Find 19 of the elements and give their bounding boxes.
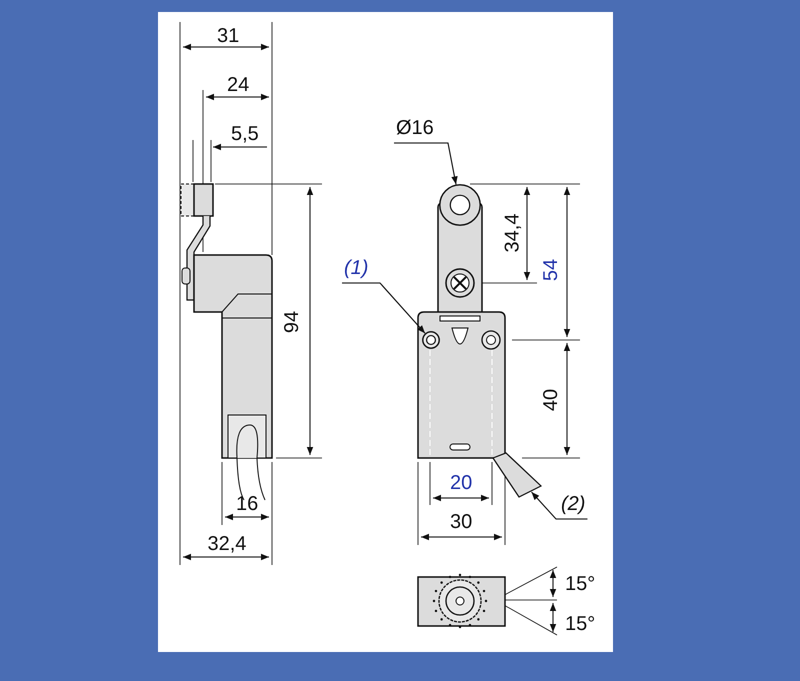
- leader-line: [531, 492, 588, 520]
- leader-line: [394, 142, 458, 184]
- angle-label: 15°: [565, 613, 596, 635]
- callout-label: (2): [561, 493, 586, 515]
- dimension-label: 16: [236, 493, 258, 515]
- dimension-label: 30: [450, 511, 472, 533]
- dimension-label: 54: [540, 258, 562, 282]
- dimension-label: 94: [281, 310, 304, 334]
- dimension-label: 5,5: [231, 123, 259, 145]
- angle-label: 15°: [565, 573, 596, 595]
- dimension-label: 32,4: [208, 533, 246, 555]
- dimension-label: 40: [540, 388, 562, 412]
- dimension-label: 34,4: [500, 214, 523, 252]
- dimension-label: 24: [227, 74, 250, 96]
- dimension-label: 31: [217, 25, 240, 47]
- callout-label: Ø16: [396, 117, 434, 139]
- callout-label: (1): [344, 257, 368, 279]
- leader-line: [342, 282, 426, 334]
- dimension-label: 20: [450, 472, 472, 494]
